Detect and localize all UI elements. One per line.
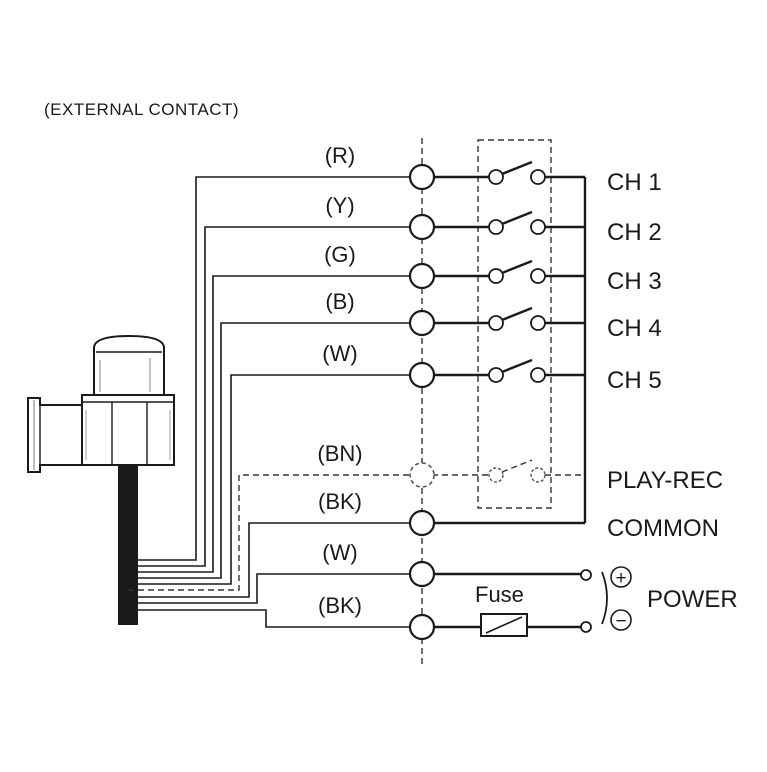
wire-color-label-4: (B): [325, 289, 354, 314]
power-terminal-icon: [580, 621, 592, 633]
terminal-icon: [408, 213, 436, 241]
contact-point-icon: [530, 367, 546, 383]
wire-lead-2: [128, 226, 422, 567]
wire-color-label-1: (R): [325, 143, 356, 168]
switch-blade-6: [501, 459, 533, 473]
wire-color-label-2: (Y): [325, 193, 354, 218]
switch-blade-4: [501, 306, 533, 322]
wire-lead-4: [128, 322, 422, 579]
channel-label-7: COMMON: [607, 515, 719, 542]
contact-point-icon: [488, 219, 504, 235]
channel-label-5: CH 5: [607, 367, 662, 394]
wire-color-label-9: (BK): [318, 593, 362, 618]
contact-point-icon: [488, 169, 504, 185]
channel-label-3: CH 3: [607, 268, 662, 295]
channel-label-6: PLAY-REC: [607, 467, 723, 494]
minus-icon: [610, 609, 632, 631]
switch-blade-5: [501, 358, 533, 374]
contact-point-icon: [530, 169, 546, 185]
wire-lead-5: [128, 374, 422, 585]
wire-group: (R) CH 1 (Y) CH 2 (G) CH 3 (B) CH 4 (W) CH 5 (BN) P…: [128, 143, 723, 641]
terminal-icon: [408, 361, 436, 389]
wire-color-label-6: (BN): [317, 441, 362, 466]
terminal-icon: [408, 560, 436, 588]
power-label: POWER: [647, 586, 738, 613]
contact-point-icon: [488, 467, 504, 483]
plus-symbol: +: [615, 568, 626, 589]
contact-point-icon: [488, 268, 504, 284]
wire-lead-1: [128, 176, 422, 561]
wire-lead-9: [128, 609, 422, 628]
channel-label-1: CH 1: [607, 169, 662, 196]
switch-blade-2: [501, 210, 533, 226]
contact-point-icon: [488, 315, 504, 331]
terminal-icon: [408, 309, 436, 337]
plus-icon: [610, 566, 632, 588]
terminal-icon: [409, 462, 435, 488]
device-icon: [27, 334, 175, 625]
wire-color-label-8: (W): [322, 540, 357, 565]
terminal-icon: [408, 613, 436, 641]
wire-color-label-3: (G): [324, 242, 356, 267]
switch-blade-3: [501, 259, 533, 275]
contact-point-icon: [530, 219, 546, 235]
contact-point-icon: [530, 315, 546, 331]
diagram-header: (EXTERNAL CONTACT): [44, 100, 239, 119]
wire-lead-6: [128, 474, 422, 591]
contact-point-icon: [530, 467, 546, 483]
contact-point-icon: [488, 367, 504, 383]
channel-label-4: CH 4: [607, 315, 662, 342]
wire-lead-8: [128, 573, 422, 604]
wire-color-label-5: (W): [322, 341, 357, 366]
contact-point-icon: [530, 268, 546, 284]
terminal-icon: [408, 163, 436, 191]
fuse-label: Fuse: [475, 582, 524, 607]
terminal-icon: [408, 262, 436, 290]
minus-symbol: −: [615, 611, 626, 632]
terminal-icon: [408, 509, 436, 537]
power-section: + − POWER Fuse: [475, 566, 738, 637]
wire-lead-7: [128, 522, 422, 598]
power-terminal-icon: [580, 569, 592, 581]
wire-color-label-7: (BK): [318, 489, 362, 514]
wire-lead-3: [128, 275, 422, 573]
channel-label-2: CH 2: [607, 219, 662, 246]
switch-blade-1: [501, 160, 533, 176]
